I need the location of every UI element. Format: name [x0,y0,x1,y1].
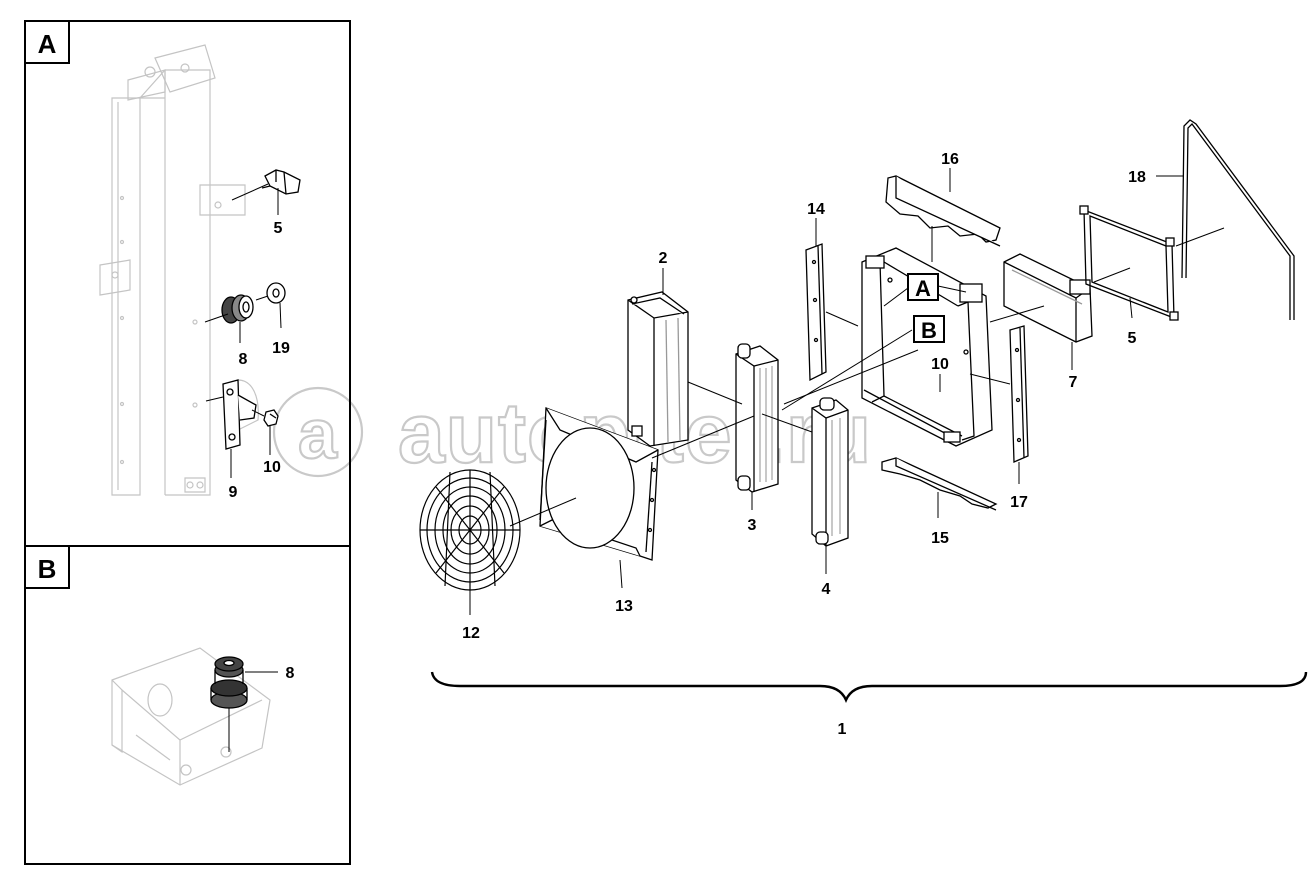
callout-2: 2 [659,250,668,267]
callout-18: 18 [1128,169,1146,186]
ref-box-b [913,315,945,343]
detail-panel-b: B 8 [24,545,351,865]
panel-a-part-5 [261,169,301,195]
part-7-condenser [1003,253,1093,343]
part-16-top-bracket [885,175,1001,247]
ref-box-b-label: B [921,318,937,343]
part-15-bottom-bracket [881,457,998,511]
part-13-fan-shroud [539,407,659,561]
panel-a-callout-9: 9 [229,484,238,501]
panel-a-tag: A [38,29,57,59]
callout-4: 4 [822,581,831,598]
callout-10: 10 [931,356,949,373]
panel-a-callout-8: 8 [239,351,248,368]
detail-panel-a: A 5 [24,20,351,547]
ref-box-a-label: A [915,276,931,301]
panel-a-callout-10: 10 [263,459,281,476]
callout-17: 17 [1010,494,1028,511]
callout-3: 3 [748,517,757,534]
panel-a-part-19 [266,282,286,304]
panel-a-part-10 [263,409,279,427]
part-17-side-strip [1009,325,1029,463]
svg-text:a: a [298,395,338,473]
ref-box-a [907,273,939,301]
part-4-cooler [811,397,849,547]
part-2-radiator [627,291,689,447]
panel-b-tag-box [24,545,70,589]
part-12-fan-guard [419,469,521,591]
assembly-lines [509,226,1225,527]
part-3-cooler [735,343,779,493]
panel-a-part-9 [222,379,257,450]
panel-a-callout-5: 5 [274,220,283,237]
main-exploded-view: 2 3 4 [419,119,1308,738]
panel-b-callout-8: 8 [286,665,295,682]
callout-7: 7 [1069,374,1078,391]
callout-14: 14 [807,201,825,218]
panel-a-tag-box [24,20,70,64]
part-14-side-panel [805,243,827,382]
panel-a-rail-drawing [99,44,259,496]
panel-b-part-8 [210,656,248,709]
callout-5: 5 [1128,330,1137,347]
callout-15: 15 [931,530,949,547]
panel-b-bracket-drawing [111,647,271,786]
callout-1: 1 [838,721,847,738]
callout-13: 13 [615,598,633,615]
assembly-brace [430,671,1308,704]
part-10-frame [861,247,993,447]
part-5-screen-frame [1079,205,1179,321]
part-18-rod [1181,119,1295,320]
panel-a-part-8 [221,294,254,324]
panel-b-tag: B [38,554,57,584]
panel-a-callout-19: 19 [272,340,290,357]
callout-16: 16 [941,151,959,168]
callout-12: 12 [462,625,480,642]
